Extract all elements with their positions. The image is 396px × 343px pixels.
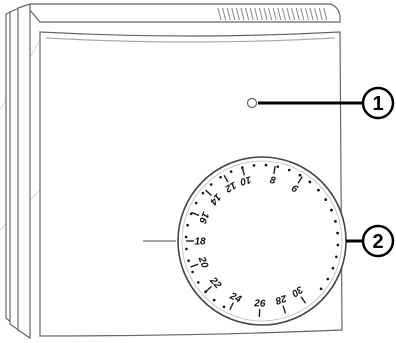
dial-major-tick [241,167,246,176]
vent-slot [318,7,323,21]
dial-ticks [184,163,340,317]
dial-dot [209,183,213,186]
callout-1-number: 1 [372,93,383,115]
dial-label: 28 [273,292,288,306]
dial-label: 26 [253,298,266,309]
ventilation-slots [217,7,328,21]
dial-dot [298,173,302,177]
dial-label: 6 [289,183,300,196]
vent-slot [272,7,277,21]
dial-major-tick [273,166,276,175]
dial-major-tick [205,189,212,196]
vent-slot [240,7,245,21]
dial-dot [276,165,280,168]
dial-dot [252,164,256,167]
vent-slot [304,7,309,21]
dial-major-tick [223,174,229,183]
dial-dot [229,170,233,173]
callout-2: 2 [346,224,395,258]
dial-dot [287,168,291,172]
vent-slot [314,7,319,21]
dial-major-tick [300,296,307,304]
dial-major-tick [205,286,212,293]
dial-label: 24 [227,290,243,305]
dial-major-tick [297,176,303,184]
vent-slot [258,7,263,21]
dial-dot [196,281,200,284]
vent-slot [249,7,254,21]
vent-slot [263,7,268,21]
dial-dot [186,223,189,227]
dial-dot [187,259,190,262]
vent-slot [217,7,222,21]
vent-slot [222,7,227,21]
dial-dot [191,270,194,274]
dial-dot [326,277,330,281]
dial-label: 20 [195,254,210,270]
vent-slot [286,7,291,21]
dial-dot [334,220,337,223]
dial-dot [336,243,340,247]
indicator-led [246,97,258,109]
vent-slot [309,7,314,21]
dial-dot [185,247,188,251]
vent-slot [323,7,328,21]
dial-major-tick [191,211,200,217]
dial-label: 10 [238,173,252,187]
dial-dot [222,305,226,309]
dial-dot [330,208,333,212]
vent-slot [281,7,286,21]
vent-slot [300,7,305,21]
dial-dot [212,298,216,302]
callout-2-number: 2 [372,231,383,253]
dial-label: 18 [194,237,206,248]
vent-slot [291,7,296,21]
vent-slot [235,7,240,21]
dial-dot [264,163,268,167]
vent-slot [268,7,273,21]
dial-label: 16 [196,210,211,225]
callout-1: 1 [258,86,395,120]
dial-dot [319,287,323,291]
dial-dot [201,191,205,195]
dial-dot [184,235,188,239]
vent-slot [245,7,250,21]
dial-major-tick [282,305,287,314]
dial-label: 8 [269,175,277,187]
dial-dot [308,180,312,184]
vent-slot [295,7,300,21]
dial-dot [317,188,320,192]
vent-slot [231,7,236,21]
dial-dot [335,255,338,259]
dial-dot [324,198,328,201]
dial-label: 12 [223,179,239,194]
vent-slot [277,7,282,21]
vent-slot [226,7,231,21]
dial-dot [336,231,339,235]
dial-major-tick [229,302,234,311]
dial-major-tick [190,263,199,268]
dial-dot [331,266,335,270]
vent-slot [254,7,259,21]
dial-dot [194,201,198,205]
dial-dot [219,175,222,179]
